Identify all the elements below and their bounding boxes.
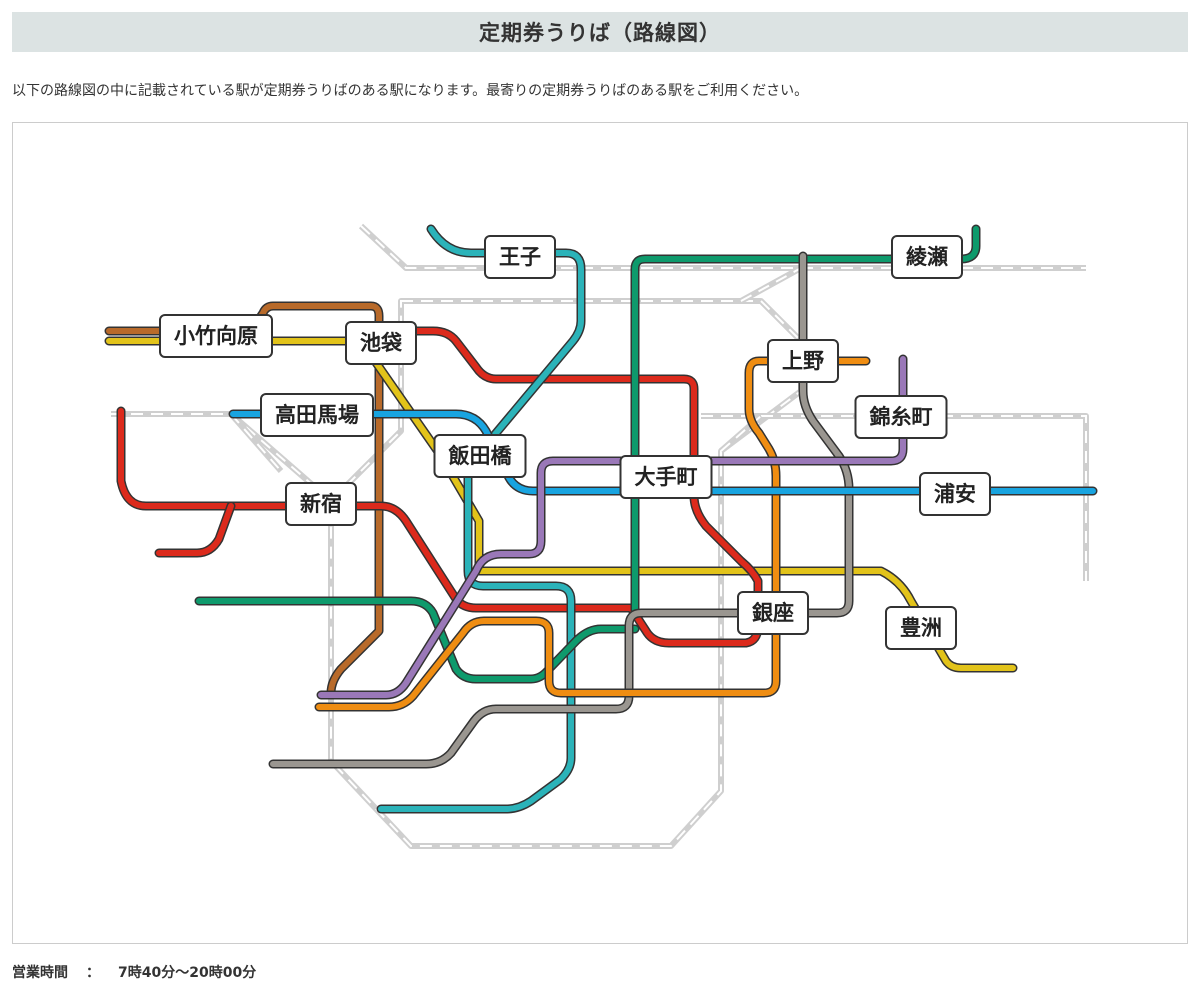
station-label: 小竹向原 (174, 324, 258, 348)
page-title: 定期券うりば（路線図） (479, 21, 721, 45)
station-label: 高田馬場 (275, 403, 359, 427)
station-iidabashi: 飯田橋 (433, 434, 527, 478)
line-hibiya-gray (268, 251, 854, 769)
line-hanzomon-purple (316, 354, 908, 700)
station-label: 新宿 (300, 492, 342, 516)
station-label: 王子 (499, 245, 541, 269)
page-header: 定期券うりば（路線図） (12, 12, 1188, 52)
business-hours: 営業時間 ： 7時40分～20時00分 (12, 962, 256, 982)
station-label: 豊洲 (900, 616, 942, 640)
station-kinshicho: 錦糸町 (854, 395, 948, 439)
route-map: 小竹向原 王子池袋高田馬場飯田橋新宿 大手町 上野 綾瀬錦糸町浦安銀座豊洲 (12, 122, 1188, 944)
jr-line-5 (701, 413, 1089, 581)
hours-label: 営業時間 (12, 965, 68, 981)
station-label: 上野 (782, 349, 824, 373)
station-urayasu: 浦安 (919, 472, 991, 516)
station-shinjuku: 新宿 (285, 482, 357, 526)
station-label: 浦安 (934, 482, 976, 506)
station-label: 銀座 (752, 601, 794, 625)
line-yurakucho-yellow (104, 336, 1018, 673)
hours-separator: ： (86, 965, 100, 981)
station-ayase: 綾瀬 (891, 235, 963, 279)
station-otemachi: 大手町 (619, 455, 713, 499)
station-label: 大手町 (635, 465, 698, 489)
station-label: 池袋 (360, 331, 403, 355)
station-kotake-mukaihara: 小竹向原 (159, 314, 273, 358)
line-marunouchi-branch-red (154, 501, 236, 558)
jr-line-7 (228, 412, 284, 473)
station-takadanobaba: 高田馬場 (260, 393, 374, 437)
line-fukutoshin-brown (104, 301, 384, 698)
station-ikebukuro: 池袋 (345, 321, 417, 365)
station-ueno: 上野 (767, 339, 839, 383)
station-label: 綾瀬 (906, 245, 948, 269)
hours-value: 7時40分～20時00分 (118, 965, 257, 981)
station-ginza: 銀座 (737, 591, 809, 635)
line-chiyoda-south-green (194, 596, 640, 684)
station-toyosu: 豊洲 (885, 606, 957, 650)
intro-text: 以下の路線図の中に記載されている駅が定期券うりばのある駅になります。最寄りの定期… (12, 83, 809, 99)
jr-line-4 (739, 265, 803, 304)
line-ginza-orange (314, 356, 871, 712)
station-label: 錦糸町 (870, 405, 933, 429)
station-oji: 王子 (484, 235, 556, 279)
station-label: 飯田橋 (448, 444, 513, 468)
